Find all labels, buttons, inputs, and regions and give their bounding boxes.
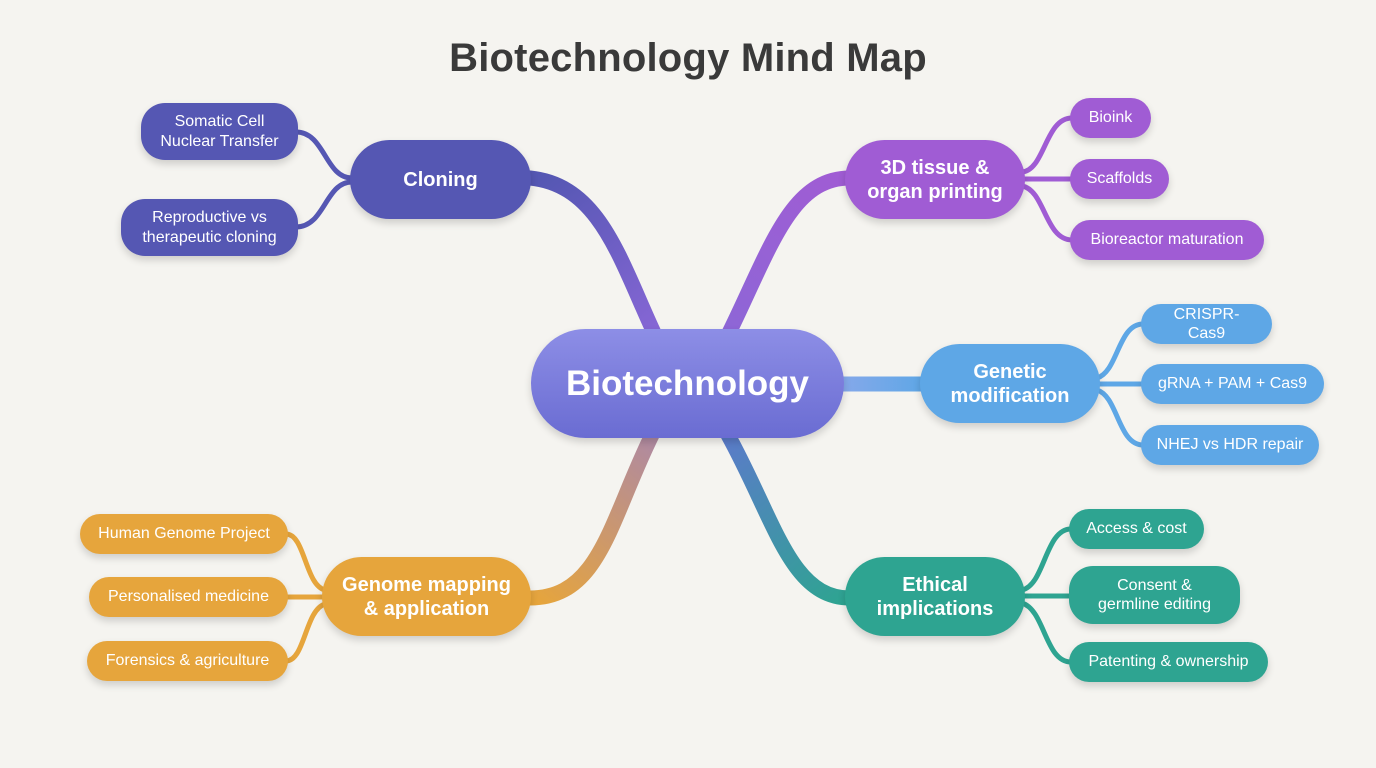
branch-genome-mapping-application[interactable]: Genome mapping & application [322, 557, 531, 636]
branch-label-line: 3D tissue & [880, 156, 990, 179]
leaf-line: Scaffolds [1086, 170, 1153, 188]
page-title: Biotechnology Mind Map [449, 36, 927, 80]
connector-center-cloning [522, 170, 663, 343]
branch-cloning[interactable]: Cloning [350, 140, 531, 219]
connector-ethics-leaf [1019, 600, 1074, 665]
branch-ethical-implications[interactable]: Ethical implications [845, 557, 1025, 636]
connector-genome-leaf [283, 601, 328, 664]
leaf-line: Nuclear Transfer [160, 132, 279, 150]
branch-genetic-modification[interactable]: Genetic modification [920, 344, 1100, 423]
branch-label-line: Genetic [973, 360, 1047, 383]
leaf-line: Bioreactor maturation [1090, 231, 1244, 249]
central-node-label: Biotechnology [565, 363, 810, 403]
connector-genetic-leaf [1094, 387, 1146, 448]
leaf-forensics-agriculture[interactable]: Forensics & agriculture [87, 641, 288, 681]
connector-genetic-leaf [1094, 321, 1146, 381]
leaf-patenting-ownership[interactable]: Patenting & ownership [1069, 642, 1268, 682]
leaf-reproductive-vs-therapeutic-cloning[interactable]: Reproductive vs therapeutic cloning [121, 199, 298, 256]
central-node[interactable]: Biotechnology [531, 329, 844, 438]
leaf-line: therapeutic cloning [142, 228, 277, 246]
leaf-personalised-medicine[interactable]: Personalised medicine [89, 577, 288, 617]
leaf-line: gRNA + PAM + Cas9 [1157, 375, 1308, 393]
leaf-bioink[interactable]: Bioink [1070, 98, 1151, 138]
leaf-bioreactor-maturation[interactable]: Bioreactor maturation [1070, 220, 1264, 260]
connector-center-genome [522, 427, 660, 606]
leaf-crispr-cas9[interactable]: CRISPR-Cas9 [1141, 304, 1272, 344]
leaf-line: Access & cost [1086, 520, 1187, 538]
leaf-line: Bioink [1088, 109, 1133, 127]
connector-genome-leaf [283, 531, 328, 593]
branch-label-line: Genome mapping [342, 573, 511, 596]
leaf-access-cost[interactable]: Access & cost [1069, 509, 1204, 549]
branch-label-line: implications [876, 597, 994, 620]
branch-label-line: modification [950, 384, 1070, 407]
branch-cloning-label: Cloning [403, 168, 478, 191]
connector-ethics-leaf [1019, 526, 1074, 593]
branch-label-line: & application [363, 597, 490, 620]
leaf-nhej-vs-hdr-repair[interactable]: NHEJ vs HDR repair [1141, 425, 1319, 465]
leaf-consent-germline-editing[interactable]: Consent & germline editing [1069, 566, 1240, 624]
branch-label-line: Ethical [902, 573, 968, 596]
leaf-somatic-cell-nuclear-transfer[interactable]: Somatic Cell Nuclear Transfer [141, 103, 298, 160]
leaf-line: germline editing [1098, 596, 1211, 613]
leaf-line: NHEJ vs HDR repair [1156, 436, 1304, 454]
connector-printing-leaf [1019, 115, 1075, 175]
leaf-grna-pam-cas9[interactable]: gRNA + PAM + Cas9 [1141, 364, 1324, 404]
connector-cloning-leaf [293, 179, 355, 230]
connector-center-ethics [720, 427, 858, 606]
leaf-line: Patenting & ownership [1088, 653, 1249, 671]
connector-printing-leaf [1019, 183, 1075, 243]
leaf-line: Personalised medicine [108, 588, 269, 606]
leaf-line: Reproductive vs [152, 209, 267, 227]
leaf-line: Human Genome Project [98, 525, 270, 543]
leaf-line: Consent & [1117, 576, 1192, 594]
connector-cloning-leaf [293, 129, 355, 181]
connector-center-printing [720, 170, 858, 343]
branch-3d-tissue-organ-printing[interactable]: 3D tissue & organ printing [845, 140, 1025, 219]
leaf-human-genome-project[interactable]: Human Genome Project [80, 514, 288, 554]
leaf-scaffolds[interactable]: Scaffolds [1070, 159, 1169, 199]
leaf-line: Forensics & agriculture [105, 652, 270, 670]
leaf-line: CRISPR-Cas9 [1173, 305, 1240, 342]
branch-label-line: organ printing [867, 180, 1003, 203]
leaf-line: Somatic Cell [174, 113, 265, 131]
